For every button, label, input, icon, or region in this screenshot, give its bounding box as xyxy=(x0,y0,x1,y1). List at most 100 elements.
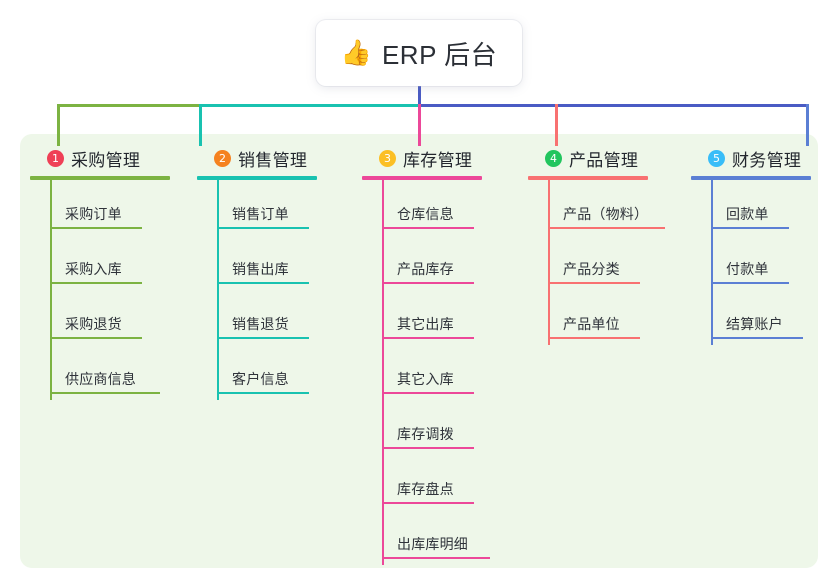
root-node-erp-backend[interactable]: 👍 ERP 后台 xyxy=(316,20,522,86)
branch-item-rule xyxy=(217,337,309,339)
branch-item-rule xyxy=(382,557,490,559)
branch-title-5: 财务管理 xyxy=(732,150,802,170)
thumbs-up-icon: 👍 xyxy=(340,38,372,67)
branch-item-label: 销售订单 xyxy=(232,206,289,222)
root-node-title: ERP 后台 xyxy=(381,39,498,70)
branch-item[interactable]: 回款单 xyxy=(691,180,811,235)
branch-item-rule xyxy=(382,227,474,229)
branch-item-list-4: 产品（物料） 产品分类产品单位 xyxy=(528,180,665,345)
branch-item-label: 库存盘点 xyxy=(397,481,454,497)
connector-drop-3 xyxy=(418,104,421,146)
branch-badge-5: 5 xyxy=(708,149,725,167)
branch-title-2: 销售管理 xyxy=(238,150,308,170)
branch-item[interactable]: 产品分类 xyxy=(528,235,648,290)
root-node-content: 👍 ERP 后台 xyxy=(341,35,497,72)
branch-spine-4 xyxy=(548,180,550,345)
branch-item-rule xyxy=(711,337,803,339)
branch-item[interactable]: 供应商信息 xyxy=(30,345,170,400)
branch-item-rule xyxy=(548,337,640,339)
branch-header-rule-3 xyxy=(362,176,482,180)
branch-item[interactable]: 客户信息 xyxy=(197,345,317,400)
branch-spine-3 xyxy=(382,180,384,565)
branch-item-rule xyxy=(382,447,474,449)
branch-item[interactable]: 产品单位 xyxy=(528,290,648,345)
connector-bus-segment-2 xyxy=(200,104,419,107)
branch-item-label: 其它出库 xyxy=(397,316,454,332)
branch-item-rule xyxy=(382,337,474,339)
branch-header-rule-2 xyxy=(197,176,317,180)
branch-item-rule xyxy=(382,282,474,284)
branch-item-rule xyxy=(382,502,474,504)
branch-item-label: 其它入库 xyxy=(397,371,454,387)
branch-spine-2 xyxy=(217,180,219,400)
branch-badge-2: 2 xyxy=(214,149,231,167)
branch-item-label: 产品（物料） xyxy=(563,206,649,222)
branch-item[interactable]: 出库库明细 xyxy=(362,510,490,565)
branch-item-rule xyxy=(50,282,142,284)
branch-item-label: 付款单 xyxy=(726,261,769,277)
branch-item-label: 客户信息 xyxy=(232,371,289,387)
branch-spine-5 xyxy=(711,180,713,345)
branch-item-rule xyxy=(50,337,142,339)
branch-item-label: 采购退货 xyxy=(65,316,122,332)
branch-item-rule xyxy=(382,392,474,394)
branch-item[interactable]: 销售出库 xyxy=(197,235,317,290)
connector-drop-2 xyxy=(199,104,202,146)
branch-item-rule xyxy=(50,392,160,394)
connector-bus-segment-1 xyxy=(57,104,200,107)
branches-panel xyxy=(20,134,818,568)
connector-drop-5 xyxy=(806,104,809,146)
branch-header-5[interactable]: 5 财务管理 xyxy=(691,146,811,170)
branch-item-label: 产品单位 xyxy=(563,316,620,332)
branch-item-rule xyxy=(548,227,665,229)
connector-drop-1 xyxy=(57,104,60,146)
branch-item[interactable]: 付款单 xyxy=(691,235,811,290)
branch-item[interactable]: 仓库信息 xyxy=(362,180,482,235)
branch-item-list-5: 回款单付款单结算账户 xyxy=(691,180,811,345)
branch-item[interactable]: 采购入库 xyxy=(30,235,170,290)
branch-item[interactable]: 库存调拨 xyxy=(362,400,482,455)
branch-item-label: 出库库明细 xyxy=(397,536,468,552)
branch-item-label: 采购入库 xyxy=(65,261,122,277)
branch-item-label: 产品库存 xyxy=(397,261,454,277)
branch-item[interactable]: 其它出库 xyxy=(362,290,482,345)
branch-column-2[interactable]: 2 销售管理销售订单销售出库销售退货客户信息 xyxy=(197,146,317,400)
branch-header-rule-5 xyxy=(691,176,811,180)
branch-item-rule xyxy=(217,227,309,229)
branch-badge-3: 3 xyxy=(379,149,396,167)
branch-item[interactable]: 结算账户 xyxy=(691,290,811,345)
branch-item-label: 销售退货 xyxy=(232,316,289,332)
branch-item[interactable]: 采购退货 xyxy=(30,290,170,345)
branch-item-rule xyxy=(217,282,309,284)
connector-drop-4 xyxy=(555,104,558,146)
branch-column-5[interactable]: 5 财务管理回款单付款单结算账户 xyxy=(691,146,811,345)
branch-item-rule xyxy=(711,227,789,229)
branch-item-rule xyxy=(50,227,142,229)
branch-item[interactable]: 库存盘点 xyxy=(362,455,482,510)
branch-item-label: 供应商信息 xyxy=(65,371,136,387)
branch-item-label: 销售出库 xyxy=(232,261,289,277)
branch-item-label: 仓库信息 xyxy=(397,206,454,222)
branch-item-label: 产品分类 xyxy=(563,261,620,277)
branch-item-rule xyxy=(711,282,789,284)
branch-header-2[interactable]: 2 销售管理 xyxy=(197,146,317,170)
branch-item[interactable]: 采购订单 xyxy=(30,180,170,235)
branch-item-label: 结算账户 xyxy=(726,316,783,332)
branch-item[interactable]: 产品库存 xyxy=(362,235,482,290)
branch-item[interactable]: 销售退货 xyxy=(197,290,317,345)
branch-item-list-2: 销售订单销售出库销售退货客户信息 xyxy=(197,180,317,400)
branch-item-label: 回款单 xyxy=(726,206,769,222)
branch-item[interactable]: 销售订单 xyxy=(197,180,317,235)
branch-item[interactable]: 其它入库 xyxy=(362,345,482,400)
branch-badge-1: 1 xyxy=(47,149,64,167)
branch-title-4: 产品管理 xyxy=(569,150,639,170)
branch-item-list-1: 采购订单采购入库采购退货供应商信息 xyxy=(30,180,170,400)
branch-item[interactable]: 产品（物料） xyxy=(528,180,665,235)
